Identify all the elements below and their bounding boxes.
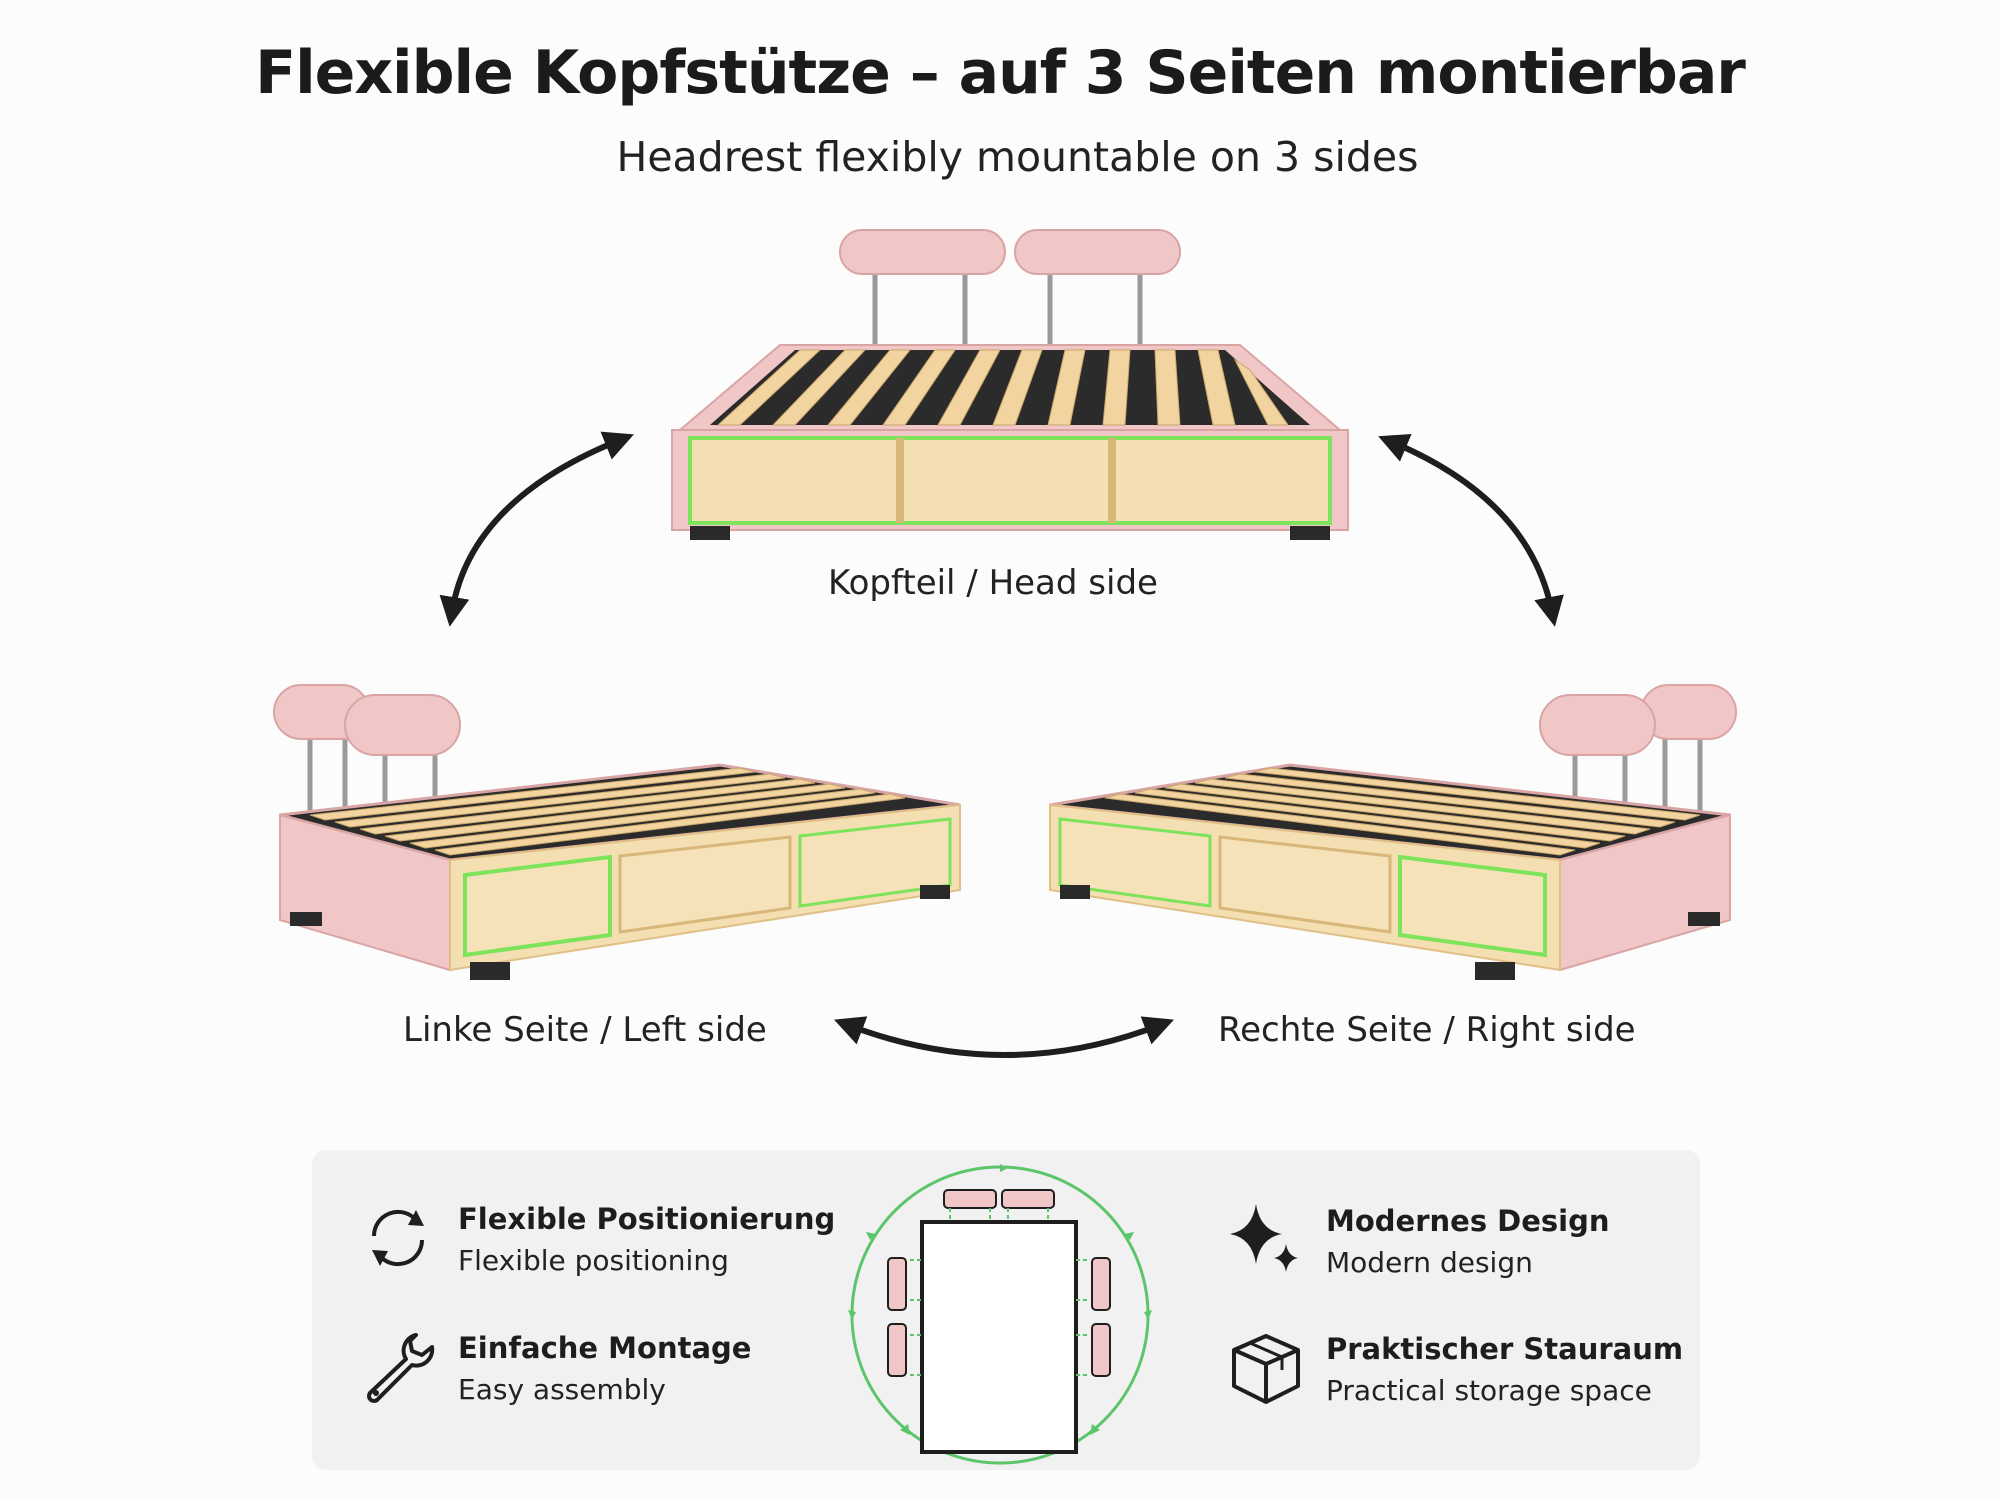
arrow-left-to-right xyxy=(833,1016,1174,1058)
headrest-cushion xyxy=(1539,694,1656,756)
arrow-head-to-left xyxy=(439,431,634,627)
label-right-side: Rechte Seite / Right side xyxy=(1218,1010,1636,1050)
rotate-arrows-icon xyxy=(371,1209,425,1267)
feature-title: Modernes Design xyxy=(1326,1204,1610,1238)
box-icon xyxy=(1232,1334,1300,1404)
topdown-headrest-diagram xyxy=(848,1164,1152,1465)
bed-outline xyxy=(920,1220,1078,1454)
label-left-side: Linke Seite / Left side xyxy=(403,1010,767,1050)
headrest-cushion xyxy=(839,229,1006,275)
feature-subtitle: Modern design xyxy=(1326,1246,1533,1279)
feature-title: Praktischer Stauraum xyxy=(1326,1332,1684,1366)
headrest-cushion xyxy=(1014,229,1181,275)
feature-title: Einfache Montage xyxy=(458,1331,752,1365)
bed-image-right-side xyxy=(1049,684,1737,980)
sparkle-icon xyxy=(1230,1204,1298,1272)
feature-subtitle: Practical storage space xyxy=(1326,1374,1652,1407)
page-title: Flexible Kopfstütze – auf 3 Seiten monti… xyxy=(255,38,1746,108)
arrow-head-to-right xyxy=(1378,433,1564,627)
label-head-side: Kopfteil / Head side xyxy=(828,563,1158,603)
feature-subtitle: Easy assembly xyxy=(458,1373,666,1406)
feature-title: Flexible Positionierung xyxy=(458,1202,836,1236)
bed-image-left-side xyxy=(273,684,961,980)
wrench-icon xyxy=(367,1333,435,1403)
page-subtitle: Headrest flexibly mountable on 3 sides xyxy=(616,133,1419,181)
feature-subtitle: Flexible positioning xyxy=(458,1244,729,1277)
bed-image-head-side xyxy=(671,229,1349,540)
headrest-cushion xyxy=(344,694,461,756)
